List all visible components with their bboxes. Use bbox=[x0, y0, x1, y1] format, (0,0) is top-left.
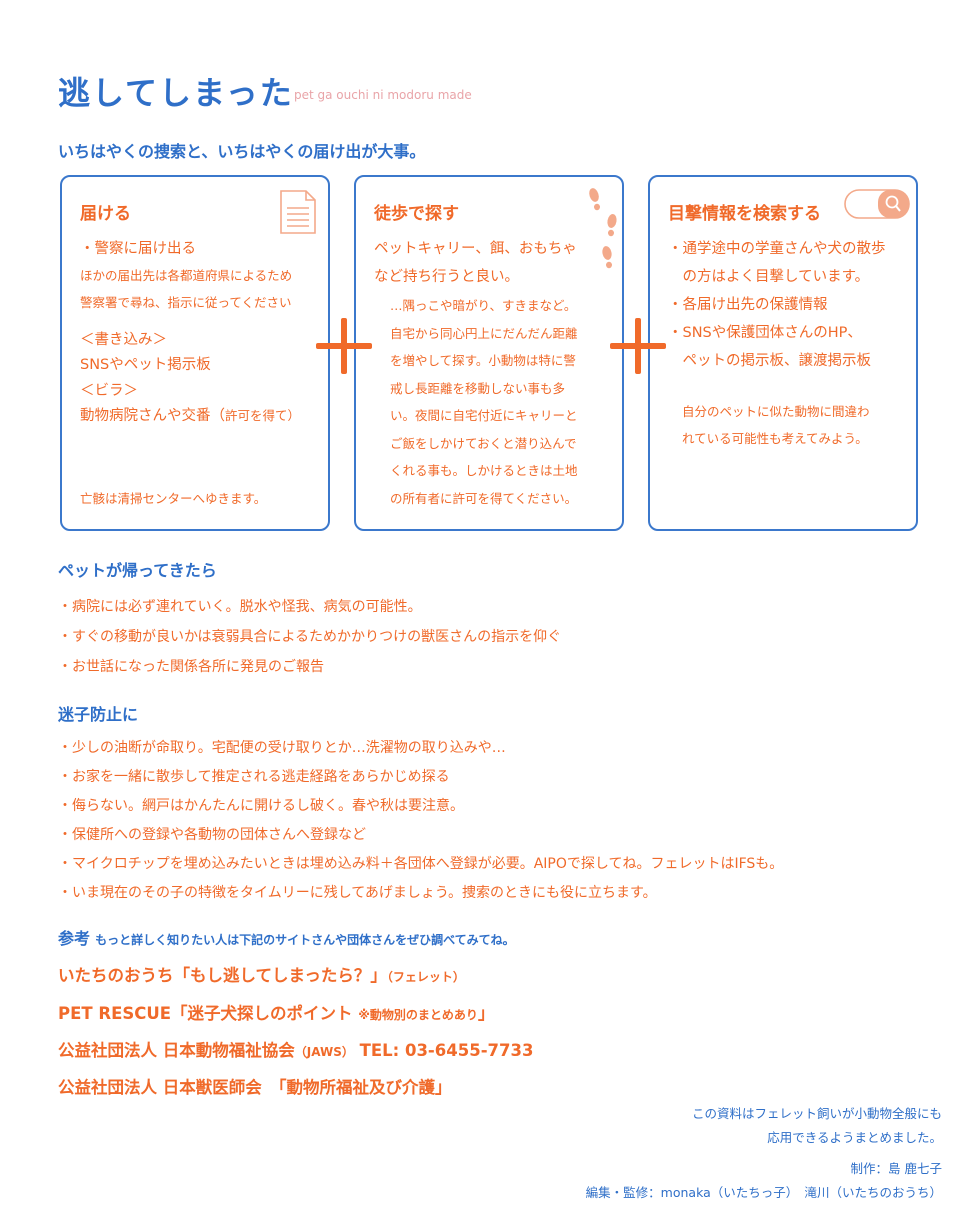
card-line: の方はよく目撃しています。 bbox=[668, 269, 870, 285]
reference-link-text: PET RESCUE「迷子犬探しのポイント bbox=[58, 1004, 353, 1023]
card-line: ＜書き込み＞ bbox=[80, 332, 167, 348]
list-item: ・侮らない。網戸はかんたんに開けるし破く。春や秋は要注意。 bbox=[58, 798, 464, 814]
reference-link-note: （フェレット） bbox=[386, 970, 465, 984]
card-line: ペットキャリー、餌、おもちゃ bbox=[374, 241, 577, 257]
card-detail-line: 戒し長距離を移動しない事も多 bbox=[390, 380, 566, 396]
footer-note: この資料はフェレット飼いが小動物全般にも bbox=[691, 1106, 942, 1121]
card-detail-line: くれる事も。しかけるときは土地 bbox=[390, 463, 578, 478]
reference-link-note: （JAWS） bbox=[294, 1045, 354, 1059]
card-line: ペットの掲示板、譲渡掲示板 bbox=[668, 353, 871, 369]
reference-link-text: いたちのおうち「もし逃してしまったら？」 bbox=[58, 966, 387, 985]
card-detail-line: の所有者に許可を得てください。 bbox=[390, 490, 578, 506]
card-line: SNSやペット掲示板 bbox=[80, 357, 211, 373]
card-report: 届ける ・警察に届け出る ほかの届出先は各都道府県によるため 警察署で尋ね、指示… bbox=[60, 175, 330, 531]
footer-credit: 編集・監修：monaka（いたちっ子） 滝川（いたちのおうち） bbox=[585, 1185, 942, 1200]
card-line: 警察署で尋ね、指示に従ってください bbox=[80, 295, 292, 310]
references-note: もっと詳しく知りたい人は下記のサイトさんや団体さんをぜひ調べてみてね。 bbox=[95, 933, 515, 947]
card-sighting-search: 目撃情報を検索する ・通学途中の学童さんや犬の散歩 の方はよく目撃しています。 … bbox=[648, 175, 918, 531]
footprints-icon bbox=[589, 188, 617, 269]
reference-link[interactable]: 公益社団法人 日本獣医師会 「動物所福祉及び介護」 bbox=[58, 1074, 452, 1098]
list-item: ・病院には必ず連れていく。脱水や怪我、病気の可能性。 bbox=[58, 599, 422, 615]
card-line: 動物病院さんや交番（ bbox=[80, 408, 225, 424]
search-icon bbox=[844, 189, 910, 219]
card-title: 届ける bbox=[80, 204, 131, 224]
document-icon bbox=[280, 190, 316, 234]
section-title-prevention: 迷子防止に bbox=[58, 705, 139, 724]
reference-link-note: ※動物別のまとめあり bbox=[358, 1008, 478, 1022]
reference-link-tail: 」 bbox=[477, 1004, 495, 1023]
list-item: ・少しの油断が命取り。宅配便の受け取りとか…洗濯物の取り込みや… bbox=[58, 740, 506, 756]
section-title-returned: ペットが帰ってきたら bbox=[58, 561, 217, 580]
page-title: 逃してしまった bbox=[58, 74, 294, 112]
card-line: ・各届け出先の保護情報 bbox=[668, 297, 828, 313]
plus-icon bbox=[316, 318, 372, 374]
section-title-references: 参考 bbox=[58, 929, 91, 948]
page-subtitle: pet ga ouchi ni modoru made bbox=[294, 88, 472, 102]
footer-credit: 制作：島 鹿七子 bbox=[850, 1161, 942, 1176]
reference-link-text: 公益社団法人 日本動物福祉協会 bbox=[58, 1041, 295, 1060]
list-item: ・お家を一緒に散歩して推定される逃走経路をあらかじめ探る bbox=[58, 769, 450, 785]
card-detail-line: …隅っこや暗がり、すきまなど。 bbox=[390, 298, 577, 313]
card-detail-line: 自分のペットに似た動物に間違わ bbox=[682, 404, 870, 419]
card-detail-line: ご飯をしかけておくと潜り込んで bbox=[390, 435, 577, 451]
card-footnote: 亡骸は清掃センターへゆきます。 bbox=[80, 491, 267, 506]
tagline: いちはやくの捜索と、いちはやくの届け出が大事。 bbox=[58, 142, 426, 161]
card-detail-line: れている可能性も考えてみよう。 bbox=[682, 431, 868, 446]
list-item: ・いま現在のその子の特徴をタイムリーに残してあげましょう。捜索のときにも役に立ち… bbox=[58, 885, 657, 901]
list-item: ・保健所への登録や各動物の団体さんへ登録など bbox=[58, 827, 366, 843]
footer-note: 応用できるようまとめました。 bbox=[767, 1130, 942, 1145]
card-title: 徒歩で探す bbox=[374, 204, 459, 224]
reference-link-tail: TEL: 03-6455-7733 bbox=[353, 1041, 534, 1060]
card-detail-line: を増やして探す。小動物は特に警 bbox=[390, 353, 576, 368]
card-line: 許可を得て） bbox=[225, 408, 301, 423]
card-title: 目撃情報を検索する bbox=[668, 204, 821, 224]
card-walk-search: 徒歩で探す ペットキャリー、餌、おもちゃ など持ち行うと良い。 …隅っこや暗がり… bbox=[354, 175, 624, 531]
card-line: ・SNSや保護団体さんのHP、 bbox=[668, 325, 862, 341]
card-line: ほかの届出先は各都道府県によるため bbox=[80, 268, 293, 283]
card-line: ・通学途中の学童さんや犬の散歩 bbox=[668, 241, 886, 257]
reference-link[interactable]: いたちのおうち「もし逃してしまったら？」（フェレット） bbox=[58, 962, 465, 986]
reference-link[interactable]: 公益社団法人 日本動物福祉協会（JAWS） TEL: 03-6455-7733 bbox=[58, 1037, 533, 1061]
list-item: ・マイクロチップを埋め込みたいときは埋め込み料＋各団体へ登録が必要。AIPOで探… bbox=[58, 856, 784, 872]
plus-icon bbox=[610, 318, 666, 374]
card-line: など持ち行うと良い。 bbox=[374, 269, 519, 285]
card-line: ・警察に届け出る bbox=[80, 241, 196, 257]
card-line: ＜ビラ＞ bbox=[80, 383, 138, 399]
list-item: ・すぐの移動が良いかは衰弱具合によるためかかりつけの獣医さんの指示を仰ぐ bbox=[58, 629, 562, 645]
card-detail-line: 自宅から同心円上にだんだん距離 bbox=[390, 325, 578, 341]
reference-link[interactable]: PET RESCUE「迷子犬探しのポイント ※動物別のまとめあり」 bbox=[58, 1000, 494, 1024]
list-item: ・お世話になった関係各所に発見のご報告 bbox=[58, 659, 324, 675]
card-detail-line: い。夜間に自宅付近にキャリーと bbox=[390, 408, 578, 423]
reference-link-text: 公益社団法人 日本獣医師会 「動物所福祉及び介護」 bbox=[58, 1078, 452, 1097]
